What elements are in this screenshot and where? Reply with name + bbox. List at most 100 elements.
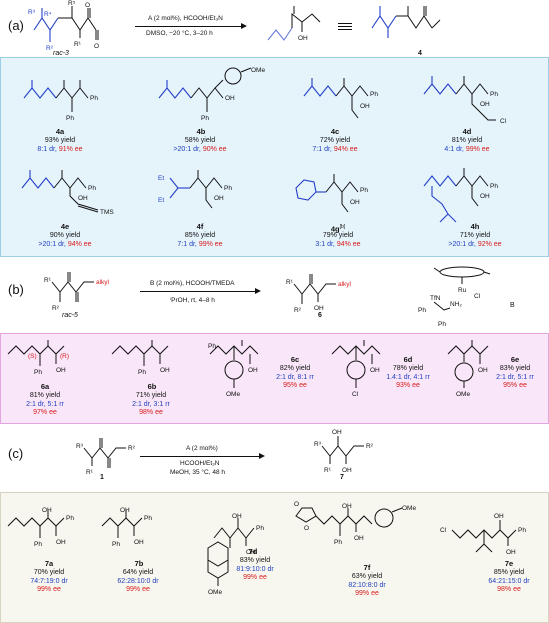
compound-4g-sup: [b] xyxy=(339,224,346,230)
4e-tms-label: TMS xyxy=(100,209,114,216)
equiv-line-3 xyxy=(338,29,352,30)
compound-6a-data: 81% yield 2:1 dr, 5:1 rr 97% ee xyxy=(26,392,64,416)
svg-text:alkyl: alkyl xyxy=(338,281,352,288)
4a-ph-label: Ph xyxy=(90,95,98,102)
conditions-a-bottom: DMSO, −20 °C, 3–20 h xyxy=(146,30,213,37)
compound-4e-data: 90% yield >20:1 dr, 94% ee xyxy=(38,232,92,248)
compound-7f-structure: O O OMe Ph OH OH xyxy=(294,501,416,546)
4b-ph-label: Ph xyxy=(201,115,209,122)
compound-4b-data: 58% yield >20:1 dr, 90% ee xyxy=(173,137,227,153)
4f-et1-label: Et xyxy=(158,175,164,182)
svg-text:OH: OH xyxy=(478,367,488,374)
conditions-c-bottom: MeOH, 35 °C, 48 h xyxy=(170,469,225,476)
compound-4e-structure: Ph OH TMS xyxy=(21,170,114,216)
compound-7b-name: 7b xyxy=(134,559,144,568)
catalyst-ph2-label: Ph xyxy=(438,321,446,328)
svg-text:OH: OH xyxy=(506,549,516,556)
compound-6a-structure: (S) (R) Ph OH xyxy=(7,340,69,376)
svg-text:Cl: Cl xyxy=(440,527,447,534)
svg-text:R³: R³ xyxy=(76,443,84,450)
4f-ph-label: Ph xyxy=(224,185,232,192)
4c-oh-label: OH xyxy=(360,103,370,110)
4e-oh-label: OH xyxy=(78,195,88,202)
conditions-b-bottom: ⁱPrOH, rt, 4–8 h xyxy=(170,297,215,304)
conditions-b-top: B (2 mol%), HCOOH/TMEDA xyxy=(150,280,235,287)
compound-7f-data: 63% yield 82:10:8:0 dr 99% ee xyxy=(348,573,386,597)
b-alkyl-label: alkyl xyxy=(96,279,110,286)
reaction-arrow-c xyxy=(140,456,262,457)
svg-text:R²: R² xyxy=(128,445,136,452)
svg-text:OH: OH xyxy=(342,503,352,510)
arrowhead-c xyxy=(259,453,265,459)
compound-4d-name: 4d xyxy=(462,127,472,136)
svg-text:OMe: OMe xyxy=(402,505,416,512)
svg-text:R¹: R¹ xyxy=(286,279,294,286)
svg-text:Ph: Ph xyxy=(208,343,216,350)
4b-ome-label: OMe xyxy=(251,67,265,74)
equiv-line-1 xyxy=(338,23,352,24)
product-6-structure: R¹ R² OH alkyl xyxy=(286,274,352,314)
substrate-1-label: 1 xyxy=(100,474,104,481)
substrate-1-structure: R³ R² R¹ xyxy=(76,438,136,476)
svg-text:OH: OH xyxy=(160,367,170,374)
compound-6e-data: 83% yield 2:1 dr, 5:1 rr 95% ee xyxy=(496,365,534,389)
catalyst-b-label: B xyxy=(510,302,515,309)
product-4-structure xyxy=(371,6,441,38)
4e-ph-label: Ph xyxy=(88,185,96,192)
compound-4g-structure: Ph OH xyxy=(295,174,368,213)
compound-7d-structure: Ph OH OH OMe xyxy=(207,513,264,596)
compound-6d-data: 78% yield 1.4:1 dr, 4:1 rr 93% ee xyxy=(386,365,430,389)
compound-6b-structure: Ph OH xyxy=(111,340,170,376)
r1-label: R¹ xyxy=(74,41,82,48)
section-a-label: (a) xyxy=(8,18,24,33)
r4-label: R⁴ xyxy=(44,11,52,18)
r5-label: R⁵ xyxy=(68,0,76,7)
panel-c xyxy=(0,492,549,623)
compound-6c-data: 82% yield 2:1 dr, 8:1 rr 95% ee xyxy=(276,365,314,389)
compound-4b-name: 4b xyxy=(196,127,206,136)
substrate-5-structure: R¹ R² alkyl xyxy=(44,272,110,312)
product-6-label: 6 xyxy=(318,312,322,319)
catalyst-tfn-label: TfN xyxy=(430,295,441,302)
product-intermediate-structure: OH xyxy=(267,6,321,42)
conditions-c-top: A (2 mol%) xyxy=(186,445,218,452)
compound-4c-data: 72% yield 7:1 dr, 94% ee xyxy=(312,137,358,153)
b-r2-label: R² xyxy=(52,305,60,312)
compound-6b-data: 71% yield 2:1 dr, 3:1 rr 98% ee xyxy=(132,392,170,416)
compound-4b-structure: OMe OH Ph xyxy=(158,67,265,122)
svg-text:OH: OH xyxy=(332,429,342,436)
4d-oh-label: OH xyxy=(480,101,490,108)
compound-4c-structure: Ph OH xyxy=(303,78,378,119)
compound-6c-name: 6c xyxy=(290,355,300,364)
compound-7e-name: 7e xyxy=(504,559,514,568)
catalyst-nh2-label: NH₂ xyxy=(450,301,462,308)
panel-a xyxy=(0,57,549,257)
4f-oh-label: OH xyxy=(214,195,224,202)
svg-text:Ph: Ph xyxy=(112,541,120,548)
compound-4a-name: 4a xyxy=(55,127,65,136)
compound-7e-structure: Cl Ph OH OH xyxy=(440,513,526,556)
svg-text:OH: OH xyxy=(342,467,352,474)
svg-text:OH: OH xyxy=(42,507,52,514)
svg-text:OH: OH xyxy=(370,367,380,374)
compound-6a-name: 6a xyxy=(40,382,50,391)
6a-s-label: (S) xyxy=(28,353,37,360)
compound-4d-structure: Ph OH Cl xyxy=(423,76,507,125)
svg-text:OH: OH xyxy=(120,507,130,514)
4g-ph-label: Ph xyxy=(360,187,368,194)
compound-6e-name: 6e xyxy=(510,355,520,364)
compound-6d-name: 6d xyxy=(403,355,413,364)
o1-label: O xyxy=(85,2,90,9)
svg-text:OMe: OMe xyxy=(226,391,240,398)
svg-text:OH: OH xyxy=(314,305,324,312)
4h-ph-label: Ph xyxy=(490,183,498,190)
catalyst-b-structure: Ru Cl TfN NH₂ Ph Ph xyxy=(418,266,491,328)
svg-text:Ph: Ph xyxy=(334,539,342,546)
compound-7b-data: 64% yield 62:28:10:0 dr 99% ee xyxy=(117,569,159,593)
compound-4d-data: 81% yield 4:1 dr, 99% ee xyxy=(444,137,490,153)
compound-4c-name: 4c xyxy=(330,127,340,136)
svg-text:Ph: Ph xyxy=(144,515,152,522)
4c-ph-label: Ph xyxy=(370,91,378,98)
reaction-arrow-a xyxy=(135,26,245,27)
compound-4a-data: 93% yield 8:1 dr, 91% ee xyxy=(37,137,83,153)
